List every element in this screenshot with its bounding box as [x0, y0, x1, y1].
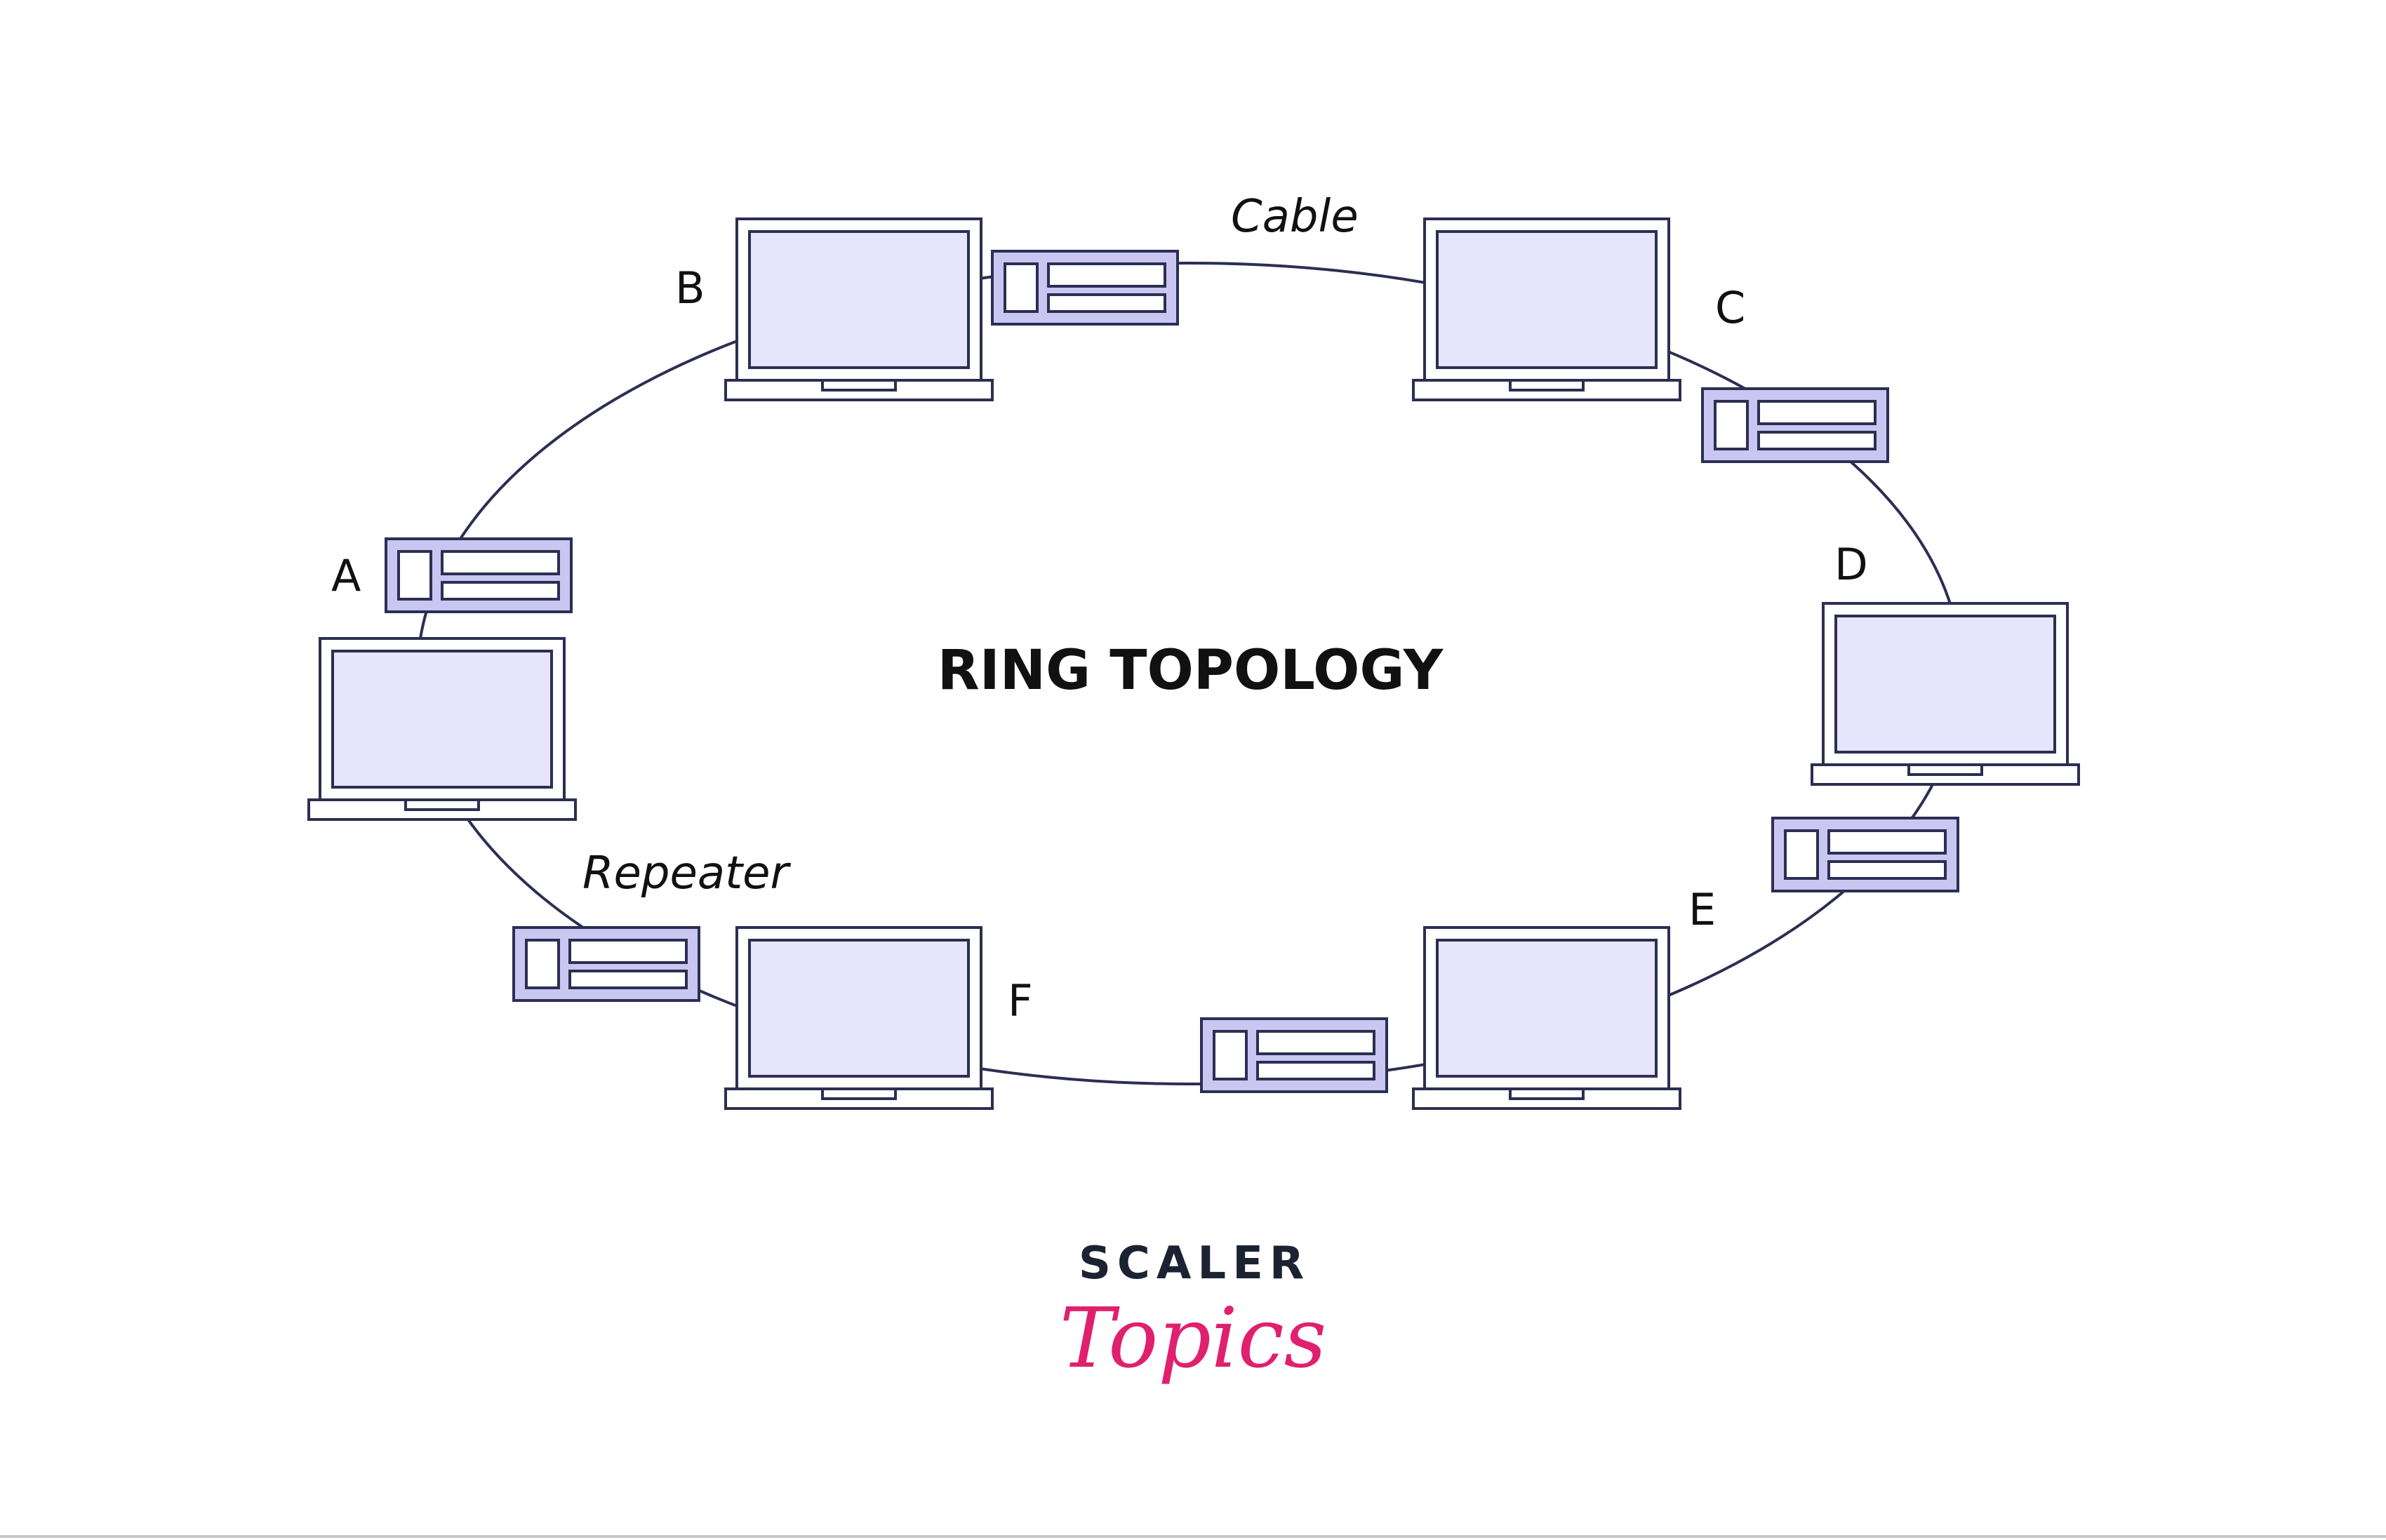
node-label-f: F — [1008, 975, 1033, 1026]
node-label-a: A — [331, 550, 361, 601]
repeater-ef-icon — [1200, 1017, 1388, 1093]
laptop-f-icon — [724, 926, 994, 1110]
repeater-cd-icon — [1701, 387, 1889, 463]
repeater-fa-icon — [512, 926, 700, 1002]
brand-top-text: SCALER — [1079, 1238, 1310, 1290]
laptop-c-icon — [1412, 217, 1681, 401]
repeater-bc-icon — [991, 250, 1179, 326]
node-label-b: B — [675, 262, 705, 314]
node-label-d: D — [1834, 539, 1868, 590]
repeater-de-icon — [1771, 817, 1959, 892]
repeater-a-icon — [385, 537, 573, 613]
node-label-c: C — [1715, 282, 1745, 333]
laptop-d-icon — [1811, 602, 2080, 786]
brand-bottom-text: Topics — [1060, 1290, 1327, 1386]
cable-annotation: Cable — [1231, 191, 1359, 243]
scaler-topics-logo: SCALER Topics — [1060, 1238, 1327, 1386]
repeater-annotation: Repeater — [582, 848, 792, 899]
node-label-e: E — [1688, 884, 1716, 935]
laptop-b-icon — [724, 217, 994, 401]
laptop-e-icon — [1412, 926, 1681, 1110]
laptop-a-icon — [307, 637, 577, 821]
diagram-title: RING TOPOLOGY — [938, 639, 1444, 702]
